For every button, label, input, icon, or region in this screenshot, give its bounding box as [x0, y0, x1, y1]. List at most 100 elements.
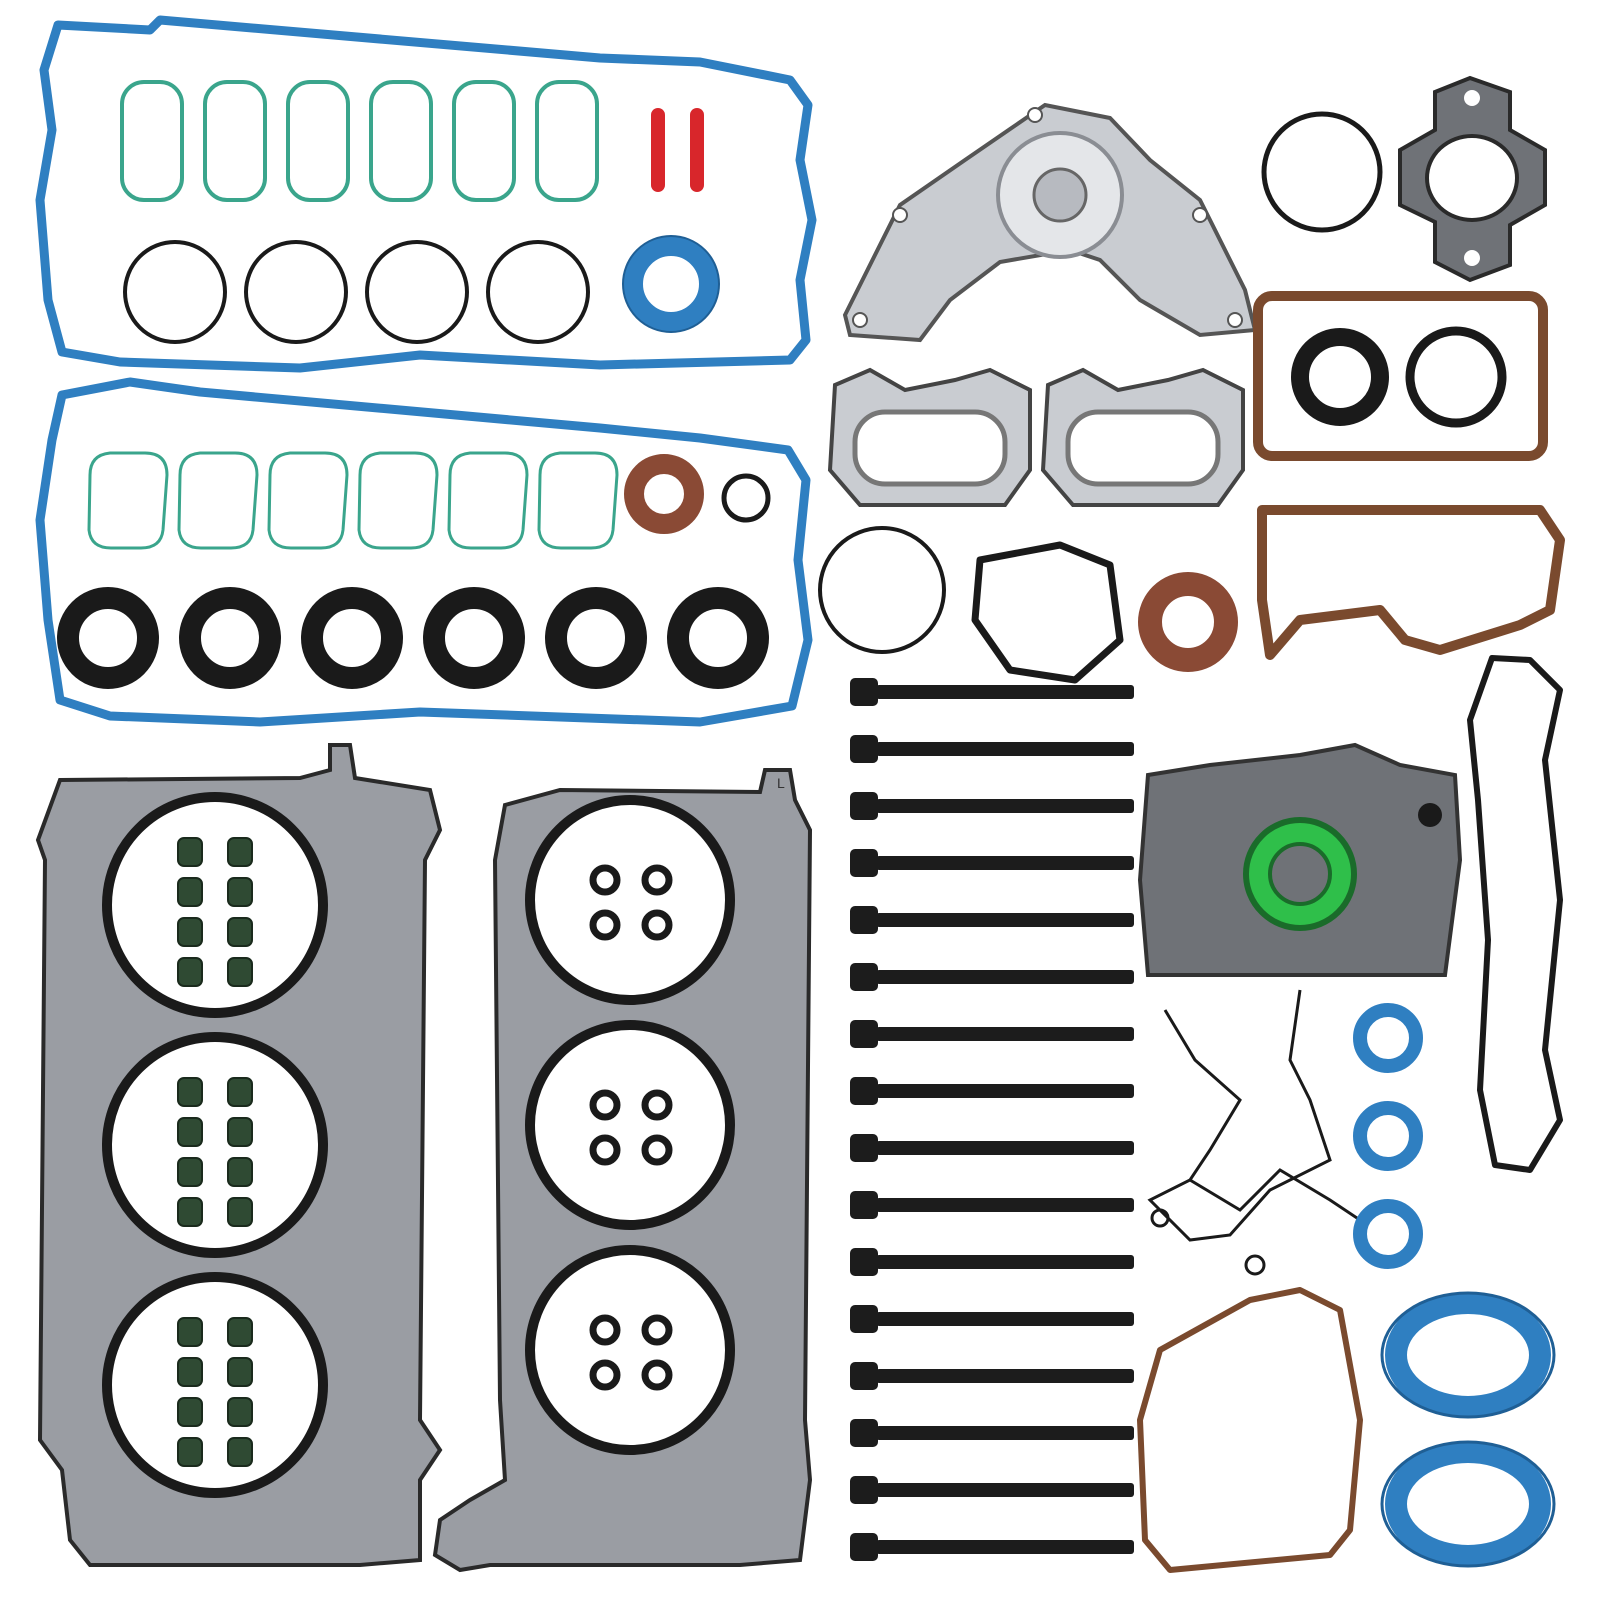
- valve-stem-seal: [227, 957, 253, 987]
- valve-stem-seal: [177, 1117, 203, 1147]
- intake-ring: [87, 451, 169, 550]
- bolt-shank: [876, 1084, 1134, 1098]
- head-bolt: [850, 1533, 1134, 1561]
- head-bolt: [850, 735, 1134, 763]
- large-o-ring-top-right: [1261, 111, 1383, 233]
- bolt-shank: [876, 1141, 1134, 1155]
- head-bolt: [850, 963, 1134, 991]
- valve-stem-seal: [227, 1317, 253, 1347]
- intake-gasket-rings-lower: [87, 451, 619, 550]
- bolt-shank: [876, 1198, 1134, 1212]
- head-bolt: [850, 906, 1134, 934]
- red-tube-plugs: [651, 108, 704, 192]
- exhaust-flange-gasket: [1398, 75, 1547, 283]
- spark-tube-o-ring: [641, 909, 673, 941]
- head-bolt: [850, 1020, 1134, 1048]
- spark-tube-o-ring: [589, 864, 621, 896]
- bolt-head: [850, 678, 878, 706]
- valve-stem-seal: [227, 1357, 253, 1387]
- black-seal: [545, 587, 647, 689]
- spark-tube-o-ring: [589, 909, 621, 941]
- bolt-head: [850, 963, 878, 991]
- valve-stem-seal: [177, 1437, 203, 1467]
- valve-stem-seal: [177, 1317, 203, 1347]
- bolt-shank: [876, 913, 1134, 927]
- cylinder-head-gasket-right: L: [432, 768, 813, 1573]
- intake-gasket-rings-top: [120, 80, 599, 202]
- valve-stem-seal: [177, 1077, 203, 1107]
- bolt-head: [850, 849, 878, 877]
- blue-seal: [1353, 1003, 1423, 1073]
- head-bolt: [850, 678, 1134, 706]
- bolt-shank: [876, 1426, 1134, 1440]
- intake-ring: [452, 80, 516, 202]
- black-spark-seals-row: [57, 587, 769, 689]
- valve-stem-seal: [227, 917, 253, 947]
- o-ring: [365, 240, 469, 344]
- rounded-black-gasket: [971, 541, 1124, 684]
- brown-crank-seal-small: [624, 454, 704, 534]
- black-seal: [179, 587, 281, 689]
- bolt-shank: [876, 742, 1134, 756]
- blue-valve-seals-right: [1353, 1003, 1423, 1269]
- intake-ring: [369, 80, 433, 202]
- thin-o-ring-middle: [818, 526, 946, 654]
- black-seal: [667, 587, 769, 689]
- blue-timing-seal-top: [622, 235, 720, 333]
- bolt-head: [850, 1362, 878, 1390]
- valve-stem-seal: [227, 1197, 253, 1227]
- bolt-head: [850, 1248, 878, 1276]
- exhaust-manifold-gasket-left: [827, 367, 1032, 507]
- valve-stem-seal: [177, 1157, 203, 1187]
- valve-stem-seal: [227, 1157, 253, 1187]
- head-bolt: [850, 1362, 1134, 1390]
- bolt-shank: [876, 1483, 1134, 1497]
- black-seal: [423, 587, 525, 689]
- intake-ring: [535, 80, 599, 202]
- cork-gasket-rectangular: [1253, 291, 1548, 461]
- valve-stem-seal: [227, 837, 253, 867]
- head-bolt: [850, 1134, 1134, 1162]
- bolt-head: [850, 1419, 878, 1447]
- valve-stem-seal: [227, 1077, 253, 1107]
- valve-stem-seals: [177, 837, 253, 1467]
- intake-ring: [177, 451, 259, 550]
- spark-tube-o-ring: [589, 1134, 621, 1166]
- bolt-head: [850, 906, 878, 934]
- black-o-rings-pair: [1291, 326, 1507, 428]
- o-ring: [486, 240, 590, 344]
- exhaust-manifold-gasket-right: [1040, 367, 1245, 507]
- bolt-shank: [876, 1027, 1134, 1041]
- bolt-shank: [876, 856, 1134, 870]
- intake-ring: [537, 451, 619, 550]
- water-pump-gasket: [842, 102, 1258, 343]
- intake-ring: [267, 451, 349, 550]
- spark-tube-o-rings: [589, 864, 673, 1391]
- valve-stem-seal: [227, 1397, 253, 1427]
- valve-stem-seal: [227, 877, 253, 907]
- bolt-head: [850, 1476, 878, 1504]
- spark-tube-o-ring: [641, 1134, 673, 1166]
- bolt-shank: [876, 685, 1134, 699]
- head-bolt: [850, 1419, 1134, 1447]
- blue-seal: [1353, 1101, 1423, 1171]
- bolt-shank: [876, 1312, 1134, 1326]
- bolt-shank: [876, 970, 1134, 984]
- spark-tube-o-ring: [641, 864, 673, 896]
- valve-stem-seal: [177, 1197, 203, 1227]
- head-bolt: [850, 1476, 1134, 1504]
- head-bolt: [850, 792, 1134, 820]
- valve-stem-seal: [177, 917, 203, 947]
- spark-tube-o-ring: [589, 1089, 621, 1121]
- brown-crank-seal-large: [1138, 572, 1238, 672]
- bolt-head: [850, 1191, 878, 1219]
- bolt-shank: [876, 1540, 1134, 1554]
- valve-stem-seal: [227, 1117, 253, 1147]
- black-o-ring-small: [721, 473, 771, 523]
- black-seal: [301, 587, 403, 689]
- bolt-head: [850, 1134, 878, 1162]
- bolt-head: [850, 735, 878, 763]
- bolt-head: [850, 792, 878, 820]
- cylinder-head-gasket-left: [35, 743, 443, 1567]
